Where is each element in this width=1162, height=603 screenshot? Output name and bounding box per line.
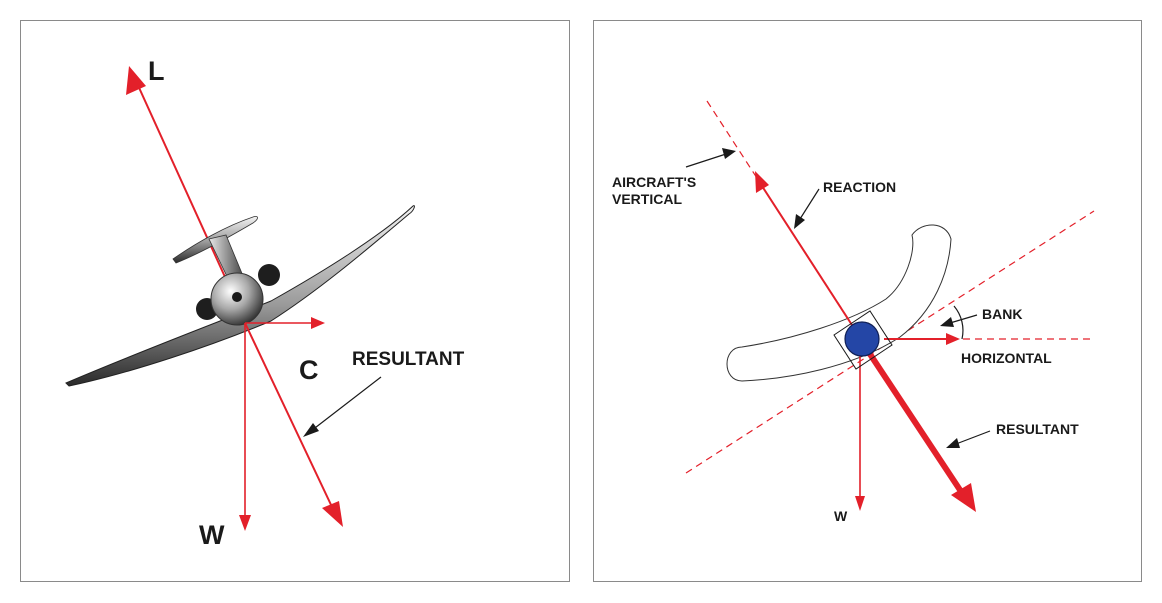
bank-label: BANK <box>982 306 1022 322</box>
centripetal-label: C <box>299 355 319 385</box>
bank-angle-arc <box>953 305 964 340</box>
horizontal-label: HORIZONTAL <box>961 350 1052 366</box>
engine-right <box>258 264 280 286</box>
lift-arrowhead <box>126 66 146 95</box>
reaction-label: REACTION <box>823 179 896 195</box>
reaction-pointer <box>794 188 820 229</box>
inclinometer-tube <box>726 224 952 382</box>
reaction-vector <box>755 171 862 340</box>
weight-arrowhead-right <box>855 496 865 511</box>
aircraft-vertical-label-line2: VERTICAL <box>612 191 682 207</box>
horizontal-arrowhead <box>946 333 960 345</box>
aircraft-vertical-pointer <box>685 148 736 168</box>
horizontal-vector <box>884 333 960 345</box>
resultant-pointer-right <box>946 430 991 448</box>
resultant-label-right: RESULTANT <box>996 421 1079 437</box>
fuselage-center <box>232 292 242 302</box>
banked-aircraft-panel: L C W RESULTANT <box>20 20 570 582</box>
resultant-label: RESULTANT <box>352 349 465 370</box>
lift-label: L <box>148 56 165 86</box>
weight-label: W <box>199 520 225 550</box>
ball-in-turn-diagram: AIRCRAFT'S VERTICAL REACTION BANK HORIZO… <box>612 100 1095 524</box>
resultant-vector-right <box>857 337 976 512</box>
inclinometer-ball <box>844 321 880 357</box>
weight-vector-right <box>855 349 865 511</box>
resultant-arrowhead-right <box>951 483 976 512</box>
ball-in-turn-panel: AIRCRAFT'S VERTICAL REACTION BANK HORIZO… <box>593 20 1142 582</box>
weight-vector <box>239 323 251 531</box>
centripetal-vector <box>245 317 325 329</box>
resultant-arrowhead <box>322 501 343 527</box>
aircraft-vertical-label-line1: AIRCRAFT'S <box>612 174 696 190</box>
reaction-arrowhead <box>755 171 769 193</box>
banked-aircraft-diagram: L C W RESULTANT <box>65 56 465 550</box>
weight-arrowhead <box>239 515 251 531</box>
centripetal-arrowhead <box>311 317 325 329</box>
ball-frame <box>833 310 893 370</box>
weight-label-right: W <box>834 508 848 524</box>
resultant-pointer <box>303 376 382 437</box>
resultant-vector <box>244 322 343 527</box>
bank-pointer <box>940 314 978 327</box>
